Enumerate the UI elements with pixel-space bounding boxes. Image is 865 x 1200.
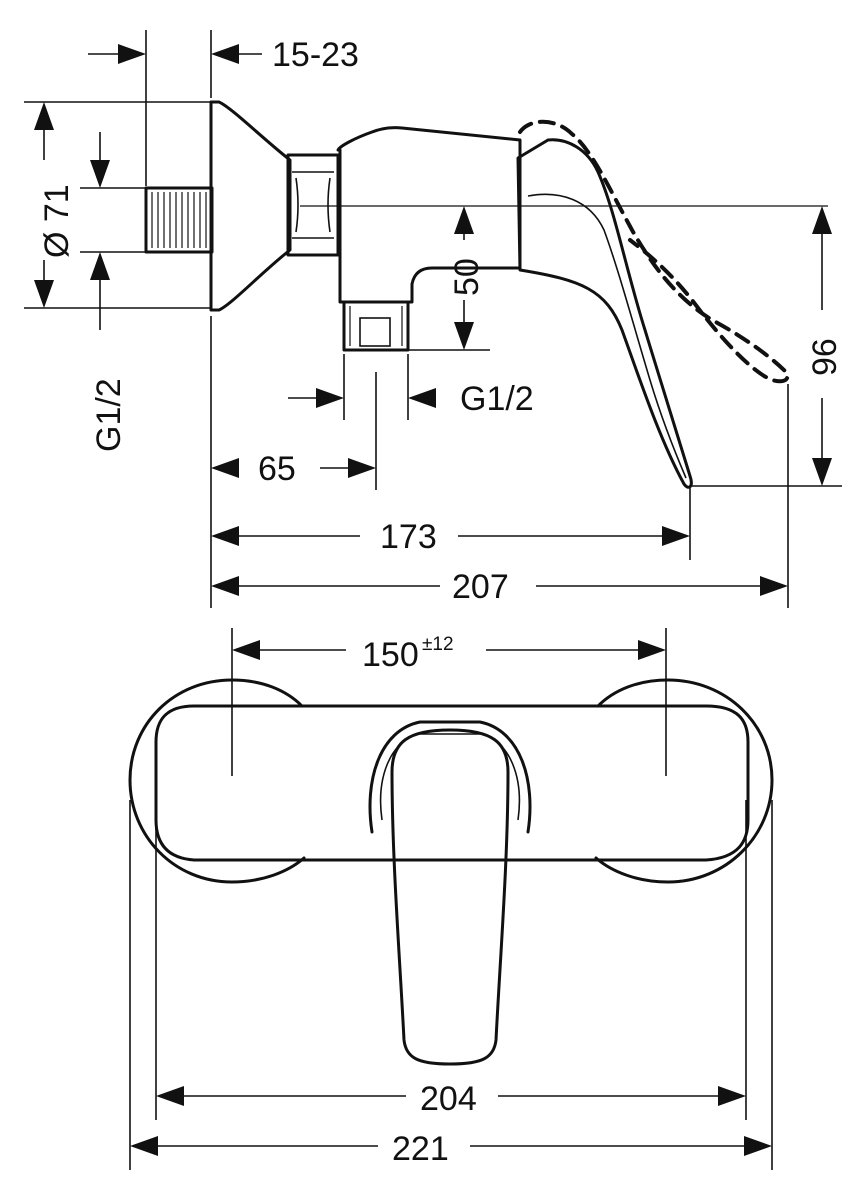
hex-nut (286, 153, 340, 257)
dim-flange-diameter-label: Ø 71 (38, 184, 76, 258)
inlet-nipple (144, 186, 214, 254)
dim-overall-width-label: 221 (392, 1130, 449, 1168)
dim-centre-tolerance-label: ±12 (422, 634, 454, 655)
dim-lever-length: 173 (211, 488, 691, 560)
dim-outlet-offset: 65 (210, 316, 377, 608)
outlet-connector (342, 300, 410, 352)
dim-wall-depth-label: 15-23 (272, 36, 359, 74)
wall-flange (209, 100, 292, 312)
dim-lever-height-label: 96 (806, 338, 844, 376)
lever-raised-position (518, 119, 790, 384)
dim-total-depth: 207 (211, 384, 789, 608)
dim-outlet-height: 50 (408, 206, 490, 351)
left-rosette (128, 678, 306, 884)
dim-outlet-thread-label: G1/2 (460, 380, 534, 418)
dim-lever-height: 96 (692, 206, 844, 487)
dim-total-depth-label: 207 (452, 568, 509, 606)
valve-body (336, 126, 522, 304)
dim-inlet-thread: G1/2 (80, 132, 146, 452)
handle-base (368, 720, 532, 834)
dim-flange-diameter: Ø 71 (24, 101, 210, 309)
dim-outlet-height-label: 50 (448, 258, 486, 296)
dim-lever-length-label: 173 (380, 518, 437, 556)
dim-outlet-thread: G1/2 (288, 354, 534, 420)
dim-centre-distance: 150 ±12 (232, 634, 666, 674)
dim-inlet-thread-label: G1/2 (90, 378, 128, 452)
handle-base-inner (379, 733, 521, 821)
mixer-body (154, 704, 750, 862)
dim-centre-distance-label: 150 (362, 636, 419, 674)
dim-body-width: 204 (156, 1080, 746, 1118)
lever-highlight (527, 193, 687, 479)
dim-outlet-offset-label: 65 (258, 450, 296, 488)
lever (516, 138, 693, 489)
dim-overall-width: 221 (130, 1130, 772, 1168)
front-view: 150 ±12 204 221 (128, 628, 774, 1170)
right-rosette (594, 678, 774, 884)
dim-body-width-label: 204 (420, 1080, 477, 1118)
lever-front (390, 728, 510, 1066)
side-view: 15-23 Ø 71 G1/2 (24, 30, 844, 608)
dim-wall-depth: 15-23 (88, 30, 359, 186)
